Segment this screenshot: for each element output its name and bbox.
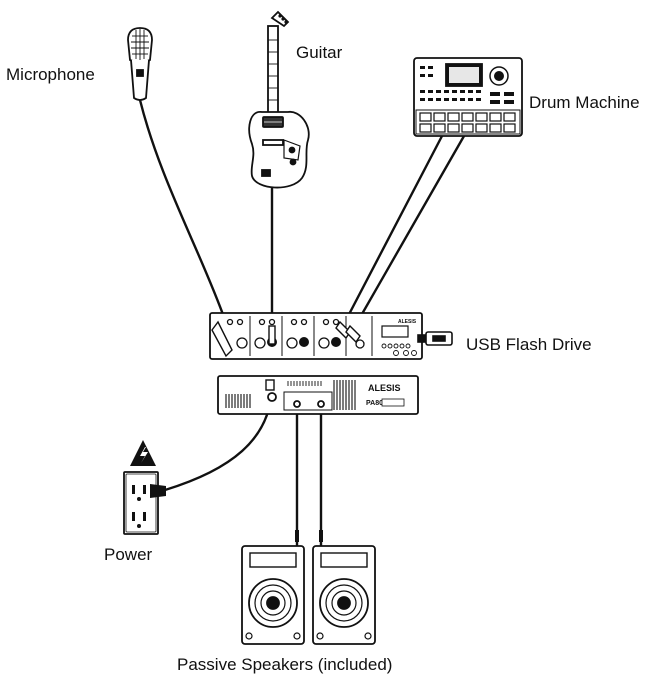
amplifier-model: PA80 [366,400,383,407]
mixer-brand: ALESIS [398,319,417,325]
high-voltage-warning-icon [130,440,156,466]
amplifier-brand: ALESIS [368,383,401,393]
power-label: Power [104,545,153,564]
speaker-icon [312,545,376,645]
drum-machine-label: Drum Machine [529,93,640,112]
drum-cable-right [352,134,466,330]
drum-machine-icon [413,57,523,137]
power-amplifier-icon: ALESIS PA80 [217,375,419,415]
microphone-label: Microphone [6,65,95,84]
speaker-icon [241,545,305,645]
passive-speakers-label: Passive Speakers (included) [177,655,392,674]
power-outlet-icon [123,471,166,535]
usb-flash-drive-icon [417,331,453,346]
usb-flash-drive-label: USB Flash Drive [466,335,592,354]
mic-cable [138,98,227,322]
microphone-icon [127,27,153,101]
mixer-icon: ALESIS [209,312,423,360]
electric-guitar-icon [248,10,310,189]
guitar-label: Guitar [296,43,343,62]
drum-cable-left [343,134,444,324]
